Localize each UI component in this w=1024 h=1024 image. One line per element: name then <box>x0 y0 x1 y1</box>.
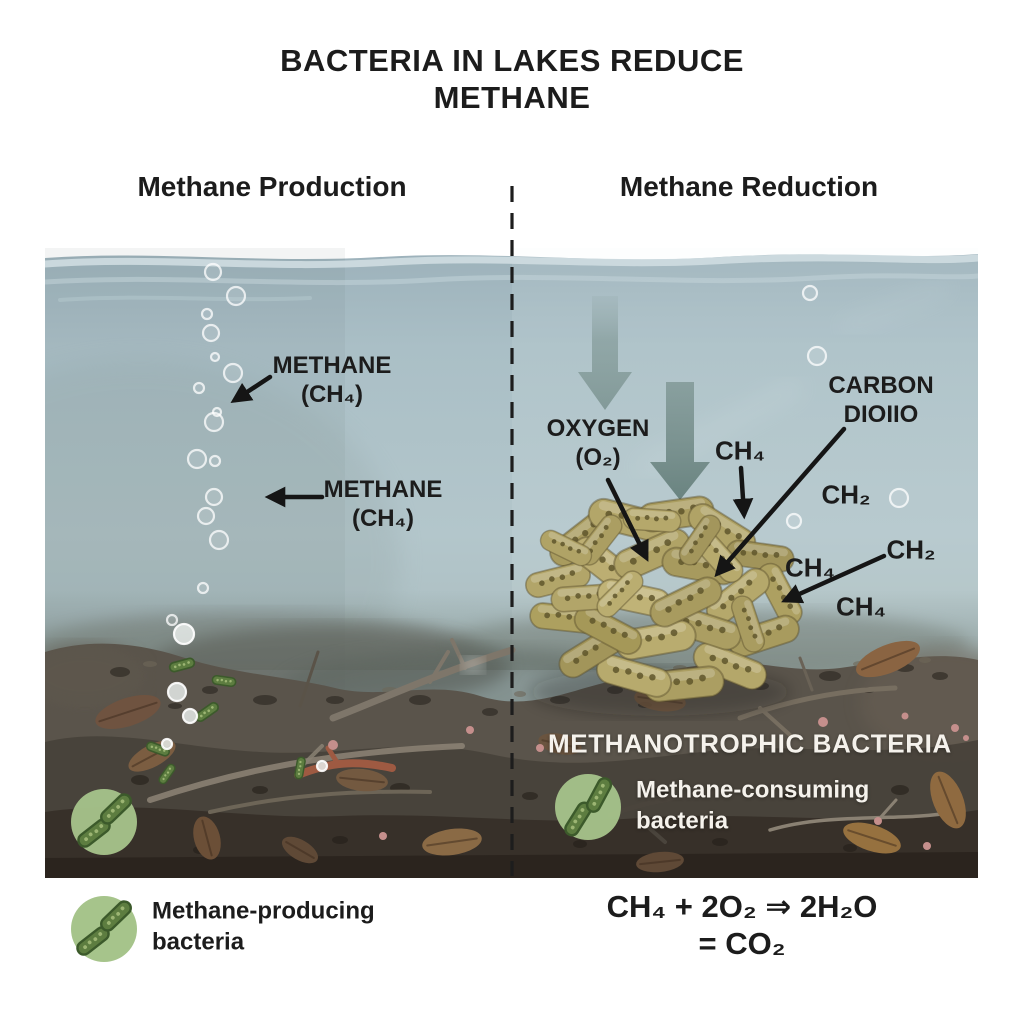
chemical-equation: CH₄ + 2O₂ ⇒ 2H₂O = CO₂ <box>606 888 878 961</box>
annotation-arrows <box>230 374 887 604</box>
legend-methanogen-circle <box>71 896 137 962</box>
oxygen-arrows <box>578 296 710 500</box>
legend-methane-consuming: Methane-consuming bacteria <box>636 776 870 834</box>
label-ch4-mid: CH₄ <box>785 552 835 583</box>
label-methane-1: METHANE (CH₄) <box>272 352 392 408</box>
berries <box>328 712 969 850</box>
heading-methane-production: Methane Production <box>137 171 407 203</box>
label-ch4-top: CH₄ <box>715 435 765 466</box>
label-ch4-lower: CH₄ <box>836 591 886 622</box>
label-methane-2: METHANE (CH₄) <box>323 476 443 532</box>
label-ch2-upper: CH₂ <box>821 479 871 510</box>
methanotroph-highlight-circle <box>555 774 621 840</box>
methanogen-highlight-circle <box>71 789 137 855</box>
legend-methane-producing: Methane-producing bacteria <box>152 897 375 955</box>
label-carbon-dioxide: CARBON DIOIIO <box>828 372 934 428</box>
label-methanotrophic-bacteria: METHANOTROPHIC BACTERIA <box>548 728 952 759</box>
label-ch2-right: CH₂ <box>886 534 936 565</box>
page-title: BACTERIA IN LAKES REDUCE METHANE <box>280 42 744 115</box>
label-oxygen: OXYGEN (O₂) <box>546 415 650 471</box>
methane-bubbles <box>160 262 910 773</box>
heading-methane-reduction: Methane Reduction <box>619 171 879 203</box>
methanotroph-cluster <box>522 493 808 716</box>
